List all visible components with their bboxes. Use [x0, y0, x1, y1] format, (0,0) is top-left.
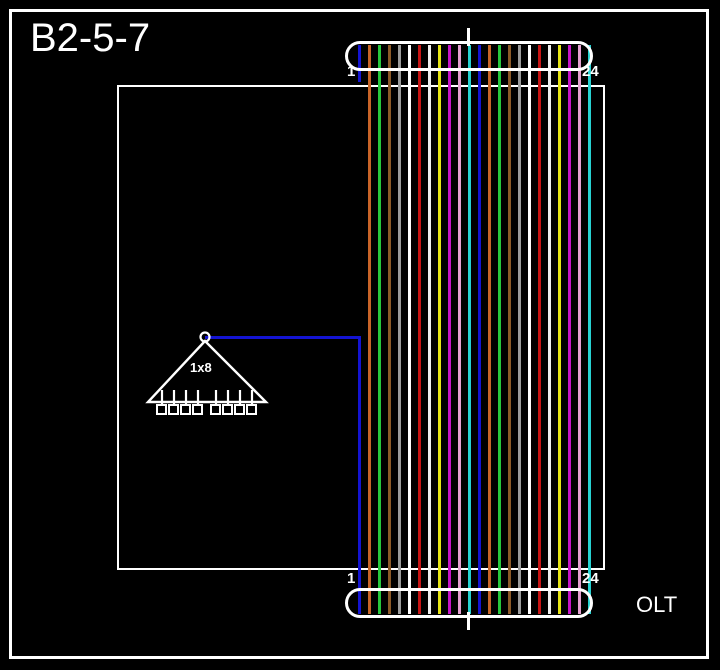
feeder-line-horizontal [205, 336, 361, 339]
fiber-strand [538, 45, 541, 614]
fiber-strand [508, 45, 511, 614]
top-port-last-label: 24 [582, 63, 599, 80]
fiber-strand [588, 45, 591, 614]
fiber-strand [418, 45, 421, 614]
splitter-ratio-label: 1x8 [190, 360, 212, 375]
fiber-strand [568, 45, 571, 614]
fiber-strand [458, 45, 461, 614]
outer-border-frame [9, 9, 709, 659]
fiber-strand [548, 45, 551, 614]
fiber-strand [468, 45, 471, 614]
splitter-output-legs [160, 390, 254, 405]
top-port-first-label: 1 [347, 63, 356, 80]
bottom-port-first-label: 1 [347, 570, 356, 587]
fiber-strand [498, 45, 501, 614]
fiber-strand [428, 45, 431, 614]
enclosure-rectangle [117, 85, 605, 570]
fiber-strand [478, 45, 481, 614]
page-title: B2-5-7 [30, 16, 151, 60]
feeder-line-vertical [358, 336, 361, 580]
fiber-strand [488, 45, 491, 614]
bottom-connector-center-tick [467, 612, 470, 630]
top-connector-center-tick [467, 28, 470, 46]
fiber-strand [368, 45, 371, 614]
fiber-strand [558, 45, 561, 614]
bottom-port-last-label: 24 [582, 570, 599, 587]
splitter-triangle [145, 339, 269, 404]
fiber-strand [388, 45, 391, 614]
optical-splitter-symbol[interactable] [140, 330, 280, 416]
fiber-strand [438, 45, 441, 614]
fiber-strand [448, 45, 451, 614]
fiber-strand [528, 45, 531, 614]
fiber-strand [378, 45, 381, 614]
fiber-strand [398, 45, 401, 614]
fiber-strand [518, 45, 521, 614]
fiber-strand [578, 45, 581, 614]
olt-label: OLT [636, 592, 678, 617]
splitter-output-ports[interactable] [156, 404, 257, 415]
fiber-strand [408, 45, 411, 614]
